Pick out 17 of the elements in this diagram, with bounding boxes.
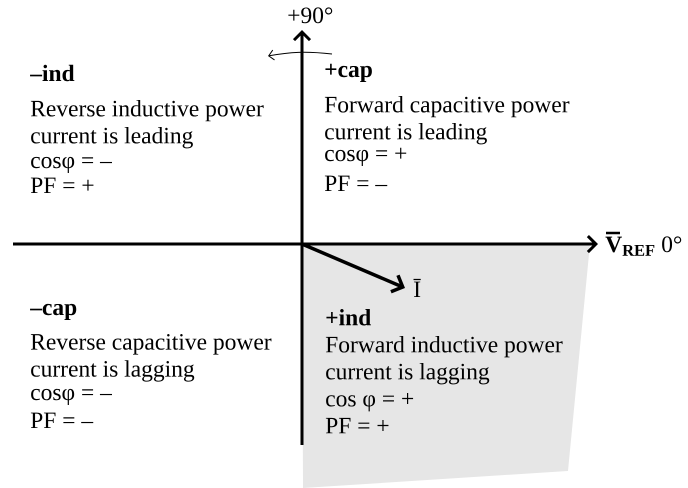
quadrant-heading: –ind (30, 64, 74, 82)
quadrant-heading: +ind (326, 309, 371, 326)
axis-label: +90° (288, 7, 332, 24)
sign-text: cos φ = + (326, 393, 414, 412)
quadrant-heading: +cap (325, 64, 372, 82)
vector-label: Ī (414, 278, 421, 297)
sign-text: cosφ = – (31, 156, 112, 173)
quadrant-heading: –cap (30, 304, 76, 320)
sign-text: PF = – (324, 176, 388, 191)
sign-text: cosφ = – (31, 388, 112, 405)
vector-label: V$_{REF}$ (605, 232, 654, 256)
sign-text: cosφ = + (325, 148, 406, 166)
sign-text: PF = + (30, 178, 94, 193)
shaded-quadrant (302, 244, 590, 488)
axis-label: 0° (662, 236, 682, 252)
sign-text: PF = – (30, 412, 94, 428)
sign-text: PF = + (326, 418, 388, 434)
